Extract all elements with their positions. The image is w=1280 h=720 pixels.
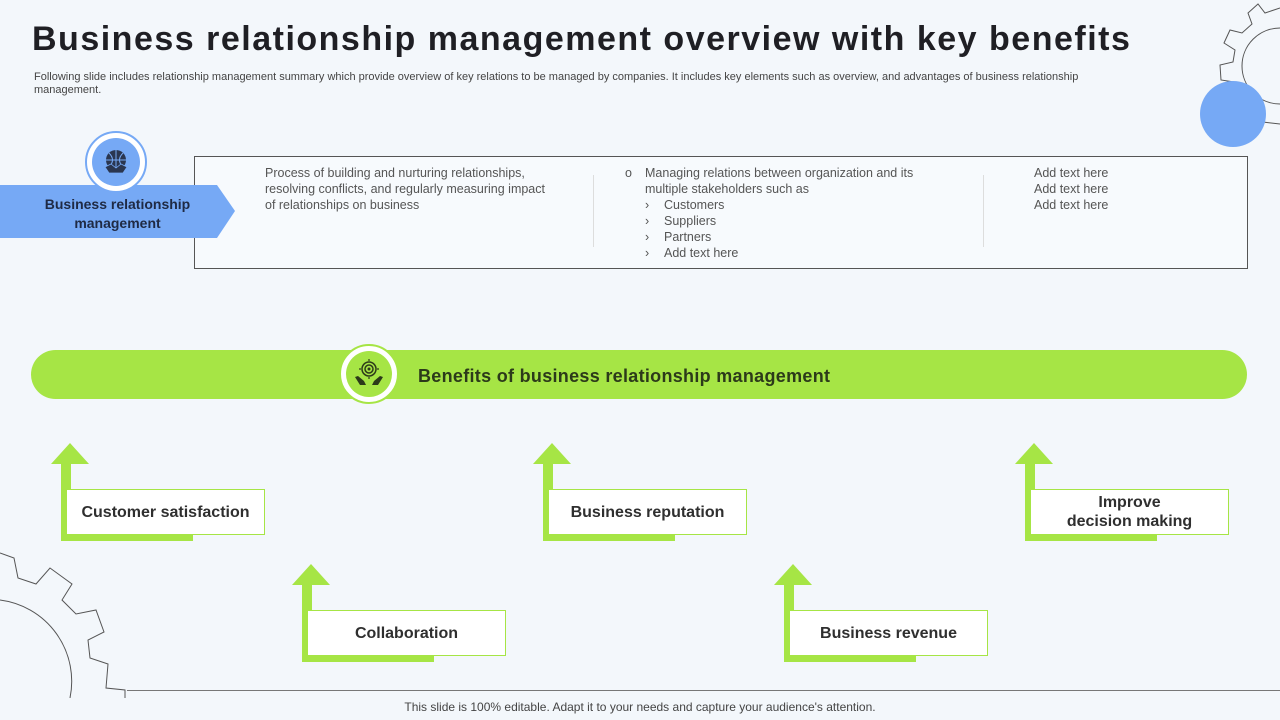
arrow-underline bbox=[1025, 535, 1157, 541]
stakeholder-item: ›Partners bbox=[645, 230, 712, 244]
footer-note: This slide is 100% editable. Adapt it to… bbox=[404, 700, 876, 714]
hands-target-icon bbox=[346, 351, 392, 397]
chevron-right-icon: › bbox=[645, 246, 650, 260]
column-divider bbox=[983, 175, 984, 247]
gear-decoration-icon bbox=[0, 552, 126, 698]
placeholder-text: Add text here bbox=[1034, 198, 1109, 212]
arrow-underline bbox=[61, 535, 193, 541]
overview-label-tab bbox=[0, 185, 235, 238]
stakeholders-column: o Managing relations between organizatio… bbox=[625, 165, 945, 261]
stakeholder-item: ›Customers bbox=[645, 198, 725, 212]
arrow-underline bbox=[784, 656, 916, 662]
benefits-title: Benefits of business relationship manage… bbox=[418, 366, 831, 386]
arrow-underline bbox=[543, 535, 675, 541]
arrow-up-icon bbox=[1015, 443, 1053, 464]
benefit-card: Collaboration bbox=[307, 610, 506, 656]
overview-description: Process of building and nurturing relati… bbox=[265, 166, 545, 212]
benefits-banner bbox=[31, 350, 1247, 399]
benefit-card: Business reputation bbox=[548, 489, 747, 535]
arrow-up-icon bbox=[533, 443, 571, 464]
arrow-up-icon bbox=[51, 443, 89, 464]
benefit-business-reputation: Business reputation bbox=[533, 443, 753, 543]
benefit-customer-satisfaction: Customer satisfaction bbox=[51, 443, 271, 543]
circle-bullet-icon: o bbox=[625, 166, 632, 180]
placeholder-text: Add text here bbox=[1034, 166, 1109, 180]
arrow-underline bbox=[302, 656, 434, 662]
chevron-right-icon: › bbox=[645, 198, 650, 212]
stakeholder-item: ›Suppliers bbox=[645, 214, 717, 228]
benefit-card: Improve decision making bbox=[1030, 489, 1229, 535]
page-title: Business relationship management overvie… bbox=[32, 20, 1132, 58]
benefit-card: Business revenue bbox=[789, 610, 988, 656]
benefit-business-revenue: Business revenue bbox=[774, 564, 994, 664]
handshake-globe-icon bbox=[92, 138, 140, 186]
decorative-circle bbox=[1200, 81, 1266, 147]
chevron-right-icon: › bbox=[645, 214, 650, 228]
placeholder-column: Add text here Add text here Add text her… bbox=[1034, 165, 1214, 213]
chevron-right-icon: › bbox=[645, 230, 650, 244]
page-subtitle: Following slide includes relationship ma… bbox=[34, 71, 1079, 96]
benefit-collaboration: Collaboration bbox=[292, 564, 512, 664]
overview-label: Business relationship management bbox=[44, 196, 191, 231]
benefit-card: Customer satisfaction bbox=[66, 489, 265, 535]
stakeholder-item: ›Add text here bbox=[645, 246, 739, 260]
footer-divider bbox=[127, 690, 1280, 691]
overview-box: Process of building and nurturing relati… bbox=[194, 156, 1248, 269]
arrow-up-icon bbox=[292, 564, 330, 585]
stakeholders-intro: Managing relations between organization … bbox=[645, 166, 914, 196]
placeholder-text: Add text here bbox=[1034, 182, 1109, 196]
column-divider bbox=[593, 175, 594, 247]
arrow-up-icon bbox=[774, 564, 812, 585]
benefit-improve-decision-making: Improve decision making bbox=[1015, 443, 1235, 543]
